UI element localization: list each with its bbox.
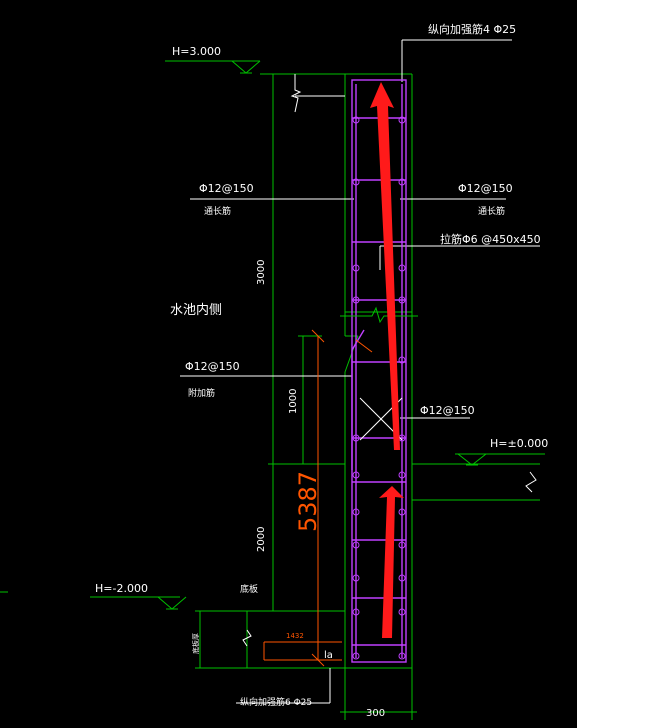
leader-lines bbox=[180, 39, 540, 704]
la-label: la bbox=[324, 650, 333, 661]
lower-arrow bbox=[379, 486, 404, 638]
bottom-red-dimension: 1432 bbox=[286, 632, 304, 640]
wall-section-drawing: 纵向加强筋4 Φ25 H=3.000 Φ12@150 通长筋 Φ12@150 通… bbox=[0, 22, 548, 720]
dimension-lines bbox=[0, 60, 545, 720]
total-red-dimension: 5387 bbox=[294, 471, 322, 532]
cad-viewport: 纵向加强筋4 Φ25 H=3.000 Φ12@150 通长筋 Φ12@150 通… bbox=[0, 0, 577, 728]
upper-arrow bbox=[370, 82, 400, 450]
rebar-cage bbox=[351, 79, 407, 663]
cross-rebar-label: Φ12@150 bbox=[420, 404, 475, 417]
haunch-dimension: 1000 bbox=[288, 389, 299, 414]
red-arrows bbox=[370, 82, 404, 638]
right-rebar-note: 通长筋 bbox=[478, 205, 505, 217]
width-dimension: 300 bbox=[366, 708, 385, 719]
base-slab-label: 底板 bbox=[240, 583, 258, 595]
top-longitudinal-label: 纵向加强筋4 Φ25 bbox=[428, 22, 516, 36]
left-rebar-note: 通长筋 bbox=[204, 205, 231, 217]
right-rebar-label: Φ12@150 bbox=[458, 182, 513, 195]
level-middle: H=±0.000 bbox=[490, 437, 548, 450]
haunch-rebar-note: 附加筋 bbox=[188, 387, 215, 399]
red-dimension-lines bbox=[263, 329, 373, 667]
left-rebar-label: Φ12@150 bbox=[199, 182, 254, 195]
haunch-rebar-label: Φ12@150 bbox=[185, 360, 240, 373]
upper-dimension: 3000 bbox=[256, 260, 267, 285]
level-bottom: H=-2.000 bbox=[95, 582, 148, 595]
pool-inner-label: 水池内侧 bbox=[170, 302, 222, 318]
lower-dimension: 2000 bbox=[256, 527, 267, 552]
level-markers bbox=[157, 60, 487, 610]
tie-bar-label: 拉筋Φ6 @450x450 bbox=[440, 232, 541, 246]
level-top: H=3.000 bbox=[172, 45, 221, 58]
bottom-longitudinal-label: 纵向加强筋6 Φ25 bbox=[240, 696, 312, 708]
slab-thickness-label: 底板厚 bbox=[191, 633, 200, 654]
